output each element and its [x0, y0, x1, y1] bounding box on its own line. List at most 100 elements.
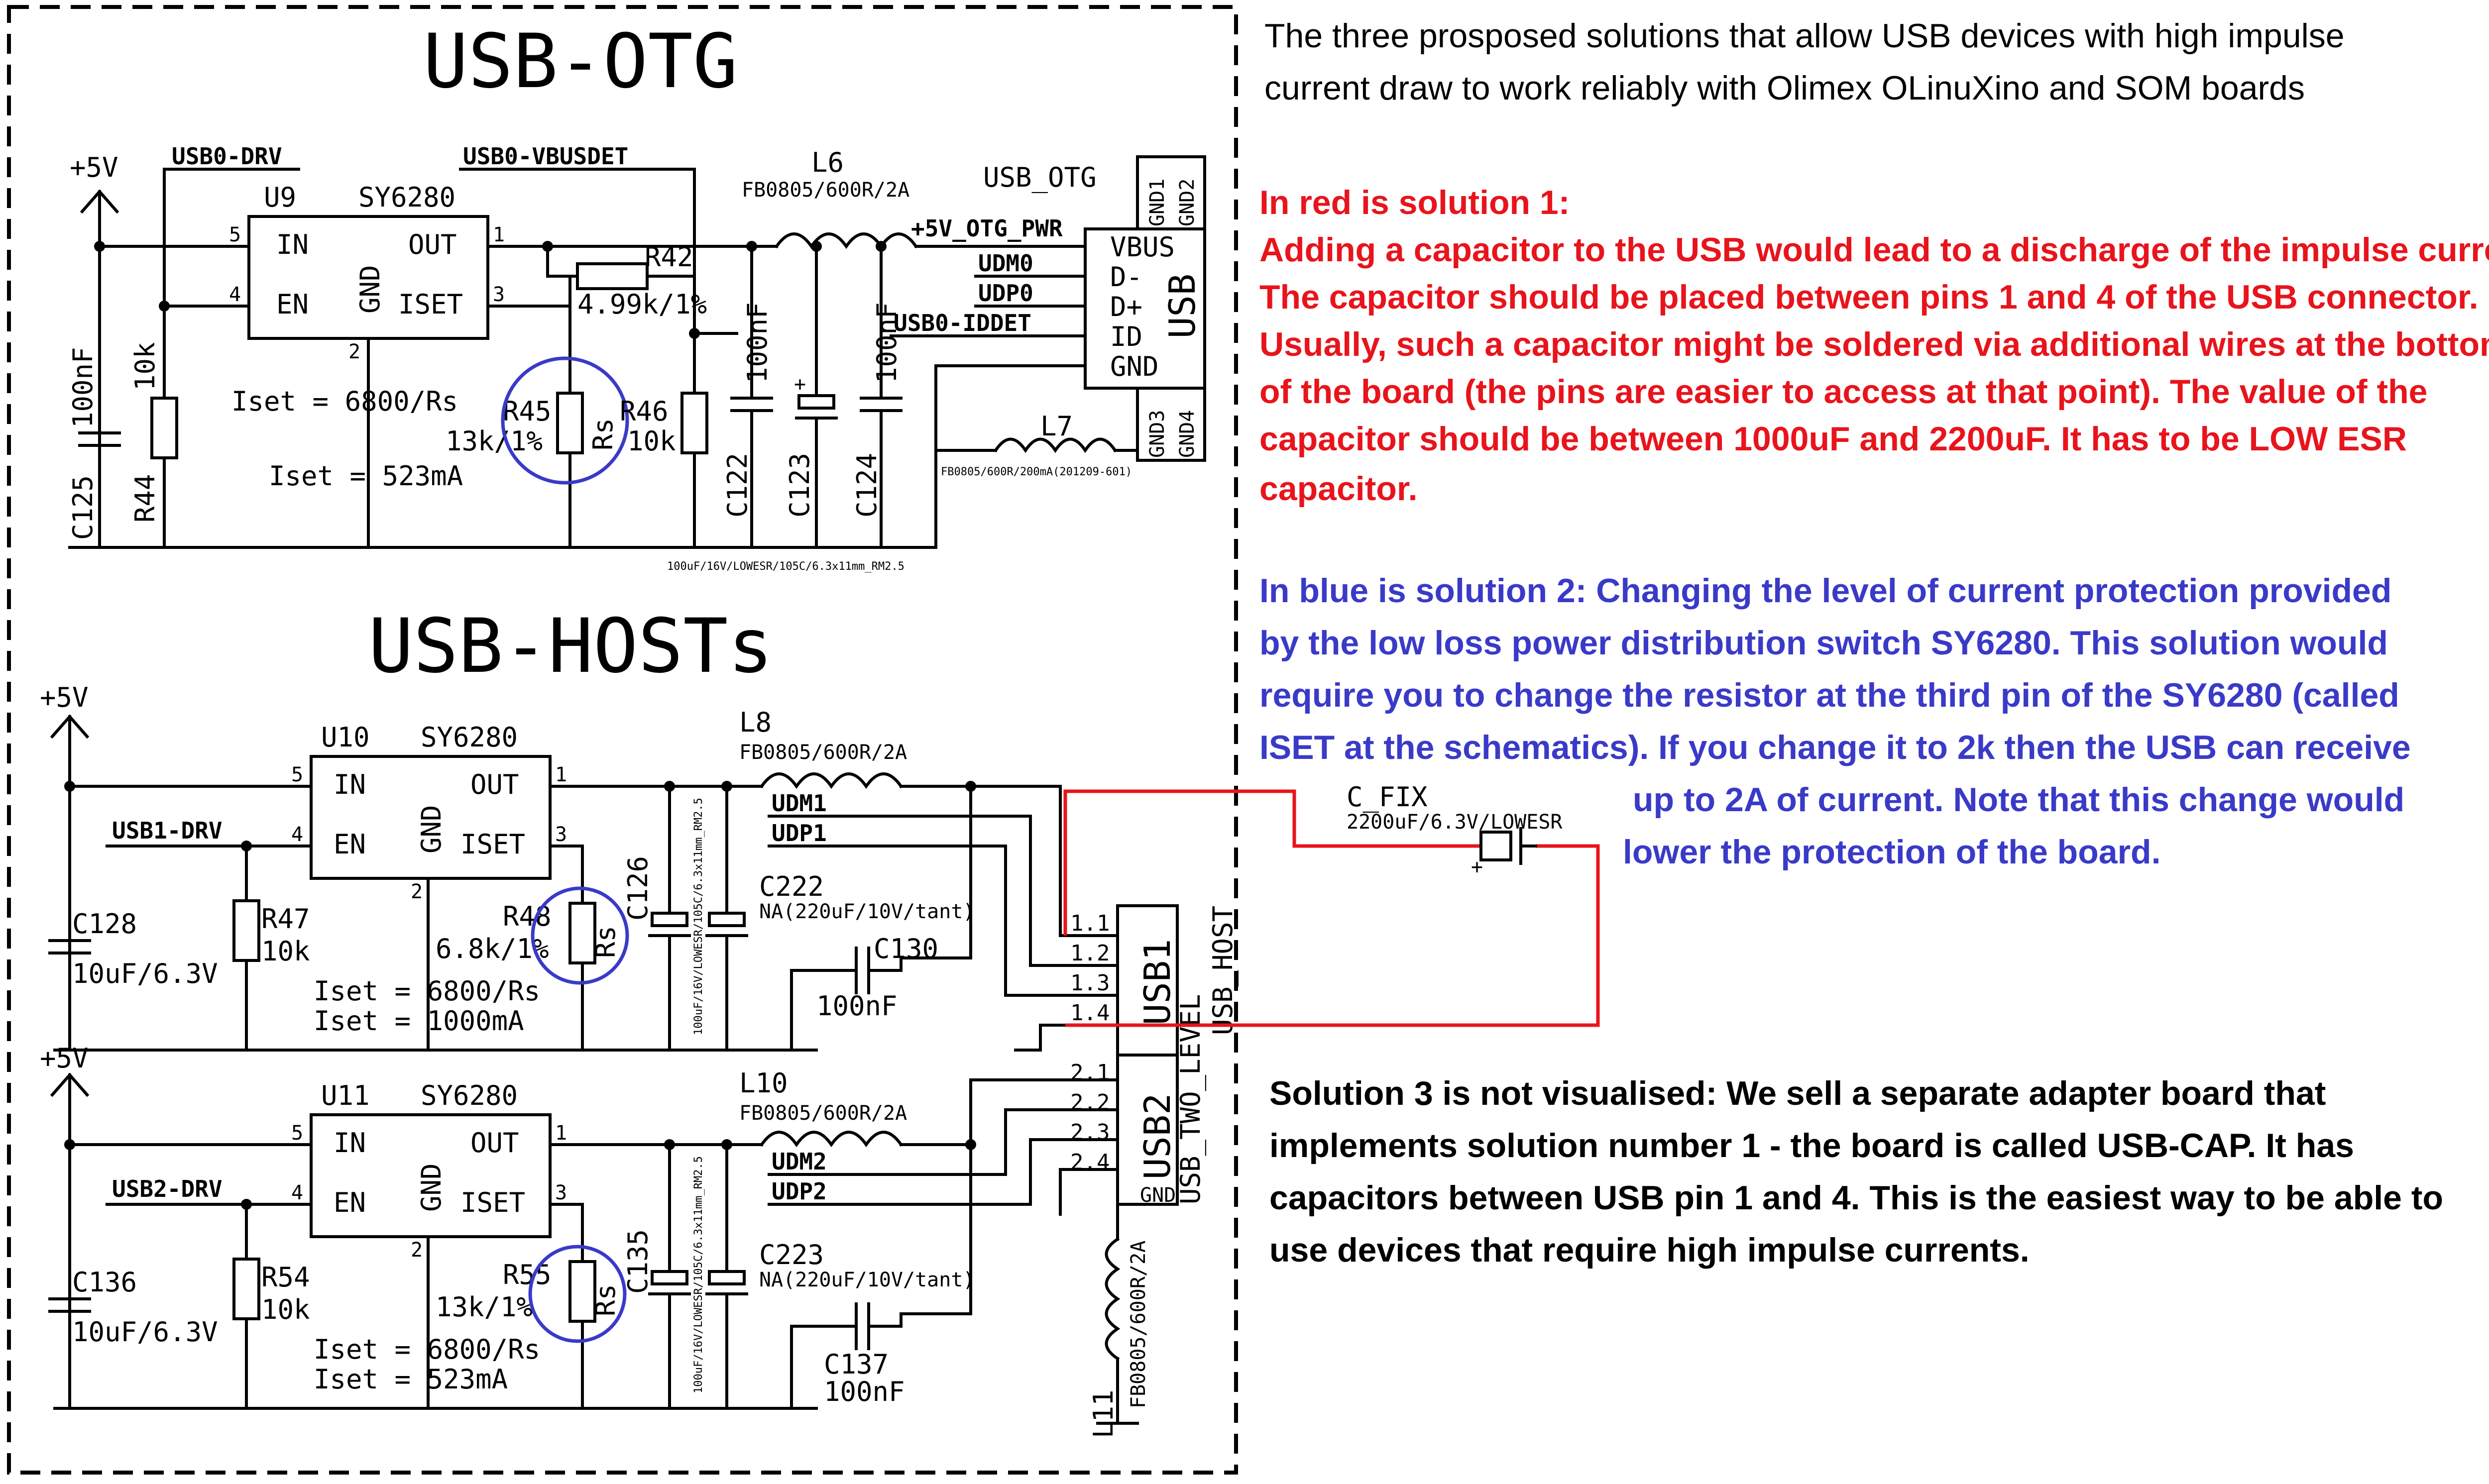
c130-value: 100nF: [816, 990, 898, 1022]
u11-pin4: 4: [291, 1181, 303, 1204]
u10-pin1: 1: [555, 763, 567, 786]
u9-part: SY6280: [358, 182, 455, 213]
usb-otg-gnd: GND: [1110, 351, 1159, 382]
l10-value: FB0805/600R/2A: [739, 1102, 907, 1125]
u9-out: OUT: [408, 229, 457, 260]
c124-ref: C124: [851, 453, 883, 518]
black-line-1: Solution 3 is not visualised: We sell a …: [1269, 1074, 2326, 1112]
intro-line-1: The three prosposed solutions that allow…: [1264, 17, 2345, 55]
u11-pin5: 5: [291, 1122, 303, 1145]
red-line-3: The capacitor should be placed between p…: [1259, 278, 2478, 316]
usb-conn-host: USB_HOST: [1207, 906, 1239, 1035]
u9-pin2: 2: [348, 340, 360, 363]
u10-pin2: 2: [411, 880, 423, 903]
c123-value: 100uF/16V/LOWESR/105C/6.3x11mm_RM2.5: [667, 560, 905, 573]
blue-line-2: by the low loss power distribution switc…: [1259, 624, 2388, 662]
svg-text:+: +: [794, 373, 806, 396]
u9-ref: U9: [264, 182, 296, 213]
u10-iset: ISET: [460, 829, 525, 860]
c136-ref: C136: [72, 1267, 137, 1298]
u11-iset: ISET: [460, 1187, 525, 1218]
usb-otg-dm: D-: [1110, 261, 1142, 293]
usb1-pin-3: 1.3: [1070, 970, 1110, 996]
usb-otg-connector: [1084, 227, 1206, 390]
otg-iset-value: Iset = 523mA: [269, 460, 463, 492]
usb-otg-gnd1: GND1: [1146, 179, 1169, 226]
cfix-wire-pin1: [1063, 789, 1481, 936]
r55-value: 13k/1%: [436, 1291, 533, 1323]
r44-value: 10k: [129, 342, 161, 391]
c126-ref: C126: [622, 856, 654, 921]
c125-value: 100nF: [67, 347, 99, 428]
c222-ref: C222: [759, 871, 824, 902]
c223-value: NA(220uF/10V/tant): [759, 1269, 975, 1291]
r47-resistor: [232, 899, 260, 962]
red-line-1: In red is solution 1:: [1259, 184, 1570, 221]
u11-part: SY6280: [421, 1080, 518, 1111]
u11-en: EN: [334, 1187, 366, 1218]
c128-value: 10uF/6.3V: [72, 958, 218, 989]
u9-chip: [247, 215, 489, 340]
c135-ref: C135: [622, 1229, 654, 1294]
c136-value: 10uF/6.3V: [72, 1316, 218, 1348]
l6-ref: L6: [811, 147, 844, 178]
black-line-2: implements solution number 1 - the board…: [1269, 1127, 2354, 1165]
u10-out: OUT: [470, 769, 519, 800]
l7-value: FB0805/600R/200mA(201209-601): [941, 466, 1132, 478]
blue-line-4: ISET at the schematics). If you change i…: [1259, 729, 2411, 766]
black-line-3: capacitors between USB pin 1 and 4. This…: [1269, 1179, 2443, 1217]
r44-ref: R44: [129, 474, 161, 523]
otg-vbusdet-label: USB0-VBUSDET: [463, 143, 628, 170]
cfix-wire-pin4: [1065, 844, 1600, 1027]
red-line-5: of the board (the pins are easier to acc…: [1259, 373, 2427, 411]
otg-udm0: UDM0: [978, 250, 1033, 277]
usb2-pin-4: 2.4: [1070, 1150, 1110, 1175]
c122-value: 100nF: [742, 302, 773, 383]
l11-value: FB0805/600R/2A: [1127, 1241, 1150, 1408]
blue-line-6: lower the protection of the board.: [1623, 833, 2160, 871]
u10-part: SY6280: [421, 722, 518, 753]
r45-highlight-circle: [501, 356, 629, 485]
r42-resistor: [576, 262, 649, 290]
r54-ref: R54: [261, 1262, 310, 1293]
red-line-4: Usually, such a capacitor might be solde…: [1259, 325, 2489, 363]
u11-pin2: 2: [411, 1239, 423, 1262]
black-line-4: use devices that require high impulse cu…: [1269, 1231, 2030, 1269]
usb2-label: USB2: [1136, 1093, 1178, 1179]
usb-otg-name: USB: [1161, 274, 1203, 338]
c123-ref: C123: [784, 453, 815, 518]
r48-highlight-circle: [531, 886, 629, 985]
u11-pin1: 1: [555, 1122, 567, 1145]
u9-gnd: GND: [354, 265, 386, 314]
r42-value: 4.99k/1%: [577, 289, 707, 320]
u10-chip: [310, 755, 552, 880]
u11-iset-value: Iset = 523mA: [314, 1364, 508, 1395]
otg-udp0: UDP0: [978, 280, 1033, 307]
blue-solution-note: In blue is solution 2: Changing the leve…: [1259, 572, 2411, 871]
u9-pin4: 4: [229, 283, 241, 306]
usb2-drv-label: USB2-DRV: [112, 1175, 223, 1202]
c126-value: 100uF/16V/LOWESR/105C/6.3x11mm_RM2.5: [692, 798, 705, 1035]
l10-ref: L10: [739, 1067, 788, 1099]
l7-inductor: [993, 437, 1118, 453]
r48-value: 6.8k/1%: [436, 933, 549, 964]
red-line-2: Adding a capacitor to the USB would lead…: [1259, 231, 2489, 269]
blue-line-3: require you to change the resistor at th…: [1259, 676, 2399, 714]
r47-ref: R47: [261, 903, 310, 935]
l6-inductor: [774, 232, 918, 249]
r45-ref: R45: [503, 396, 552, 427]
u10-iset-value: Iset = 1000mA: [314, 1005, 524, 1037]
u11-chip: [310, 1113, 552, 1238]
r45-rs: Rs: [587, 418, 619, 450]
l8-ref: L8: [739, 707, 772, 738]
u11-gnd: GND: [416, 1163, 447, 1212]
u11-out: OUT: [470, 1127, 519, 1159]
l6-value: FB0805/600R/2A: [742, 179, 909, 202]
red-line-6: capacitor should be between 1000uF and 2…: [1259, 420, 2407, 458]
r46-ref: R46: [620, 396, 669, 427]
intro-note: The three prosposed solutions that allow…: [1264, 17, 2345, 107]
otg-iset-formula: Iset = 6800/Rs: [231, 386, 458, 417]
hosts-vin-label-1: +5V: [40, 682, 89, 713]
u9-in: IN: [276, 229, 309, 260]
l10-inductor: [759, 1131, 904, 1148]
